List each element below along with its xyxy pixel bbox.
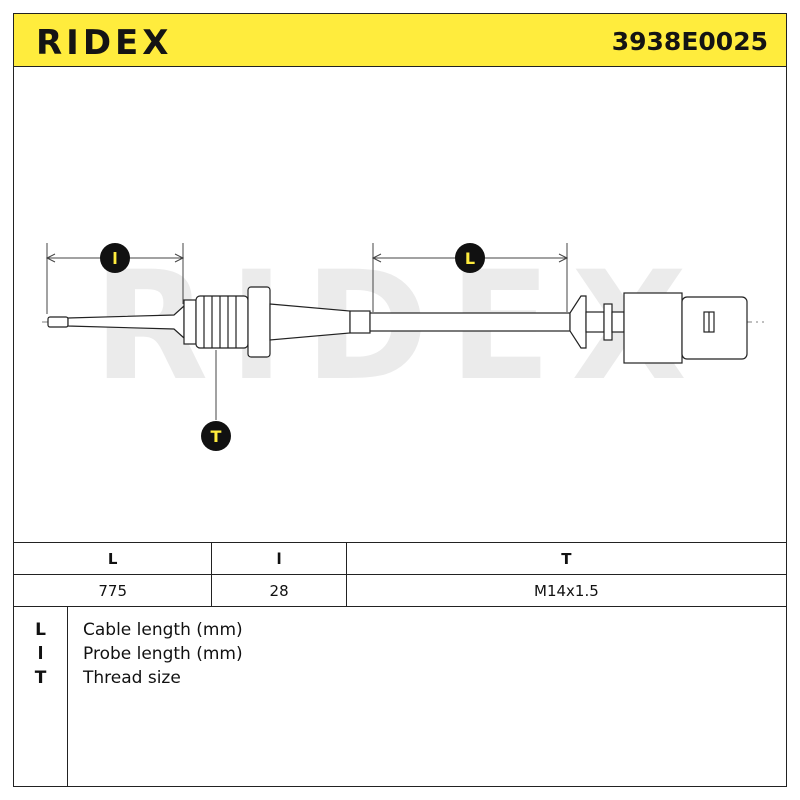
value-cable: 775 bbox=[12, 574, 213, 607]
value-thread: M14x1.5 bbox=[345, 574, 788, 607]
legend-key: l bbox=[37, 644, 44, 664]
table-value-row: 775 28 M14x1.5 bbox=[12, 574, 788, 607]
dimensions-table: L l T 775 28 M14x1.5 bbox=[12, 542, 788, 607]
callout-cable bbox=[455, 243, 485, 273]
legend: L Cable length (mm) l Probe length (mm) … bbox=[13, 606, 787, 787]
legend-desc: Thread size bbox=[83, 668, 181, 688]
callout-cable-label: L bbox=[465, 249, 475, 268]
sensor-drawing: RIDEX l bbox=[42, 240, 764, 451]
callout-thread-label: T bbox=[211, 427, 222, 446]
part-number: 3938E0025 bbox=[611, 27, 768, 56]
legend-key: L bbox=[35, 620, 46, 640]
brand-logo: RIDEX bbox=[36, 23, 173, 63]
legend-key-column bbox=[13, 606, 68, 787]
table-header-row: L l T bbox=[12, 542, 788, 575]
legend-desc: Probe length (mm) bbox=[83, 644, 243, 664]
callout-probe bbox=[100, 243, 130, 273]
tube bbox=[269, 295, 625, 349]
header-cable: L bbox=[12, 542, 213, 575]
legend-key: T bbox=[34, 668, 47, 688]
callout-thread bbox=[201, 421, 231, 451]
legend-desc: Cable length (mm) bbox=[83, 620, 243, 640]
callout-probe-label: l bbox=[112, 249, 117, 268]
value-probe: 28 bbox=[211, 574, 347, 607]
header-thread: T bbox=[345, 542, 788, 575]
thread bbox=[183, 286, 271, 358]
connector bbox=[623, 292, 748, 364]
header-probe: l bbox=[211, 542, 347, 575]
header-bar: RIDEX 3938E0025 bbox=[13, 13, 787, 67]
